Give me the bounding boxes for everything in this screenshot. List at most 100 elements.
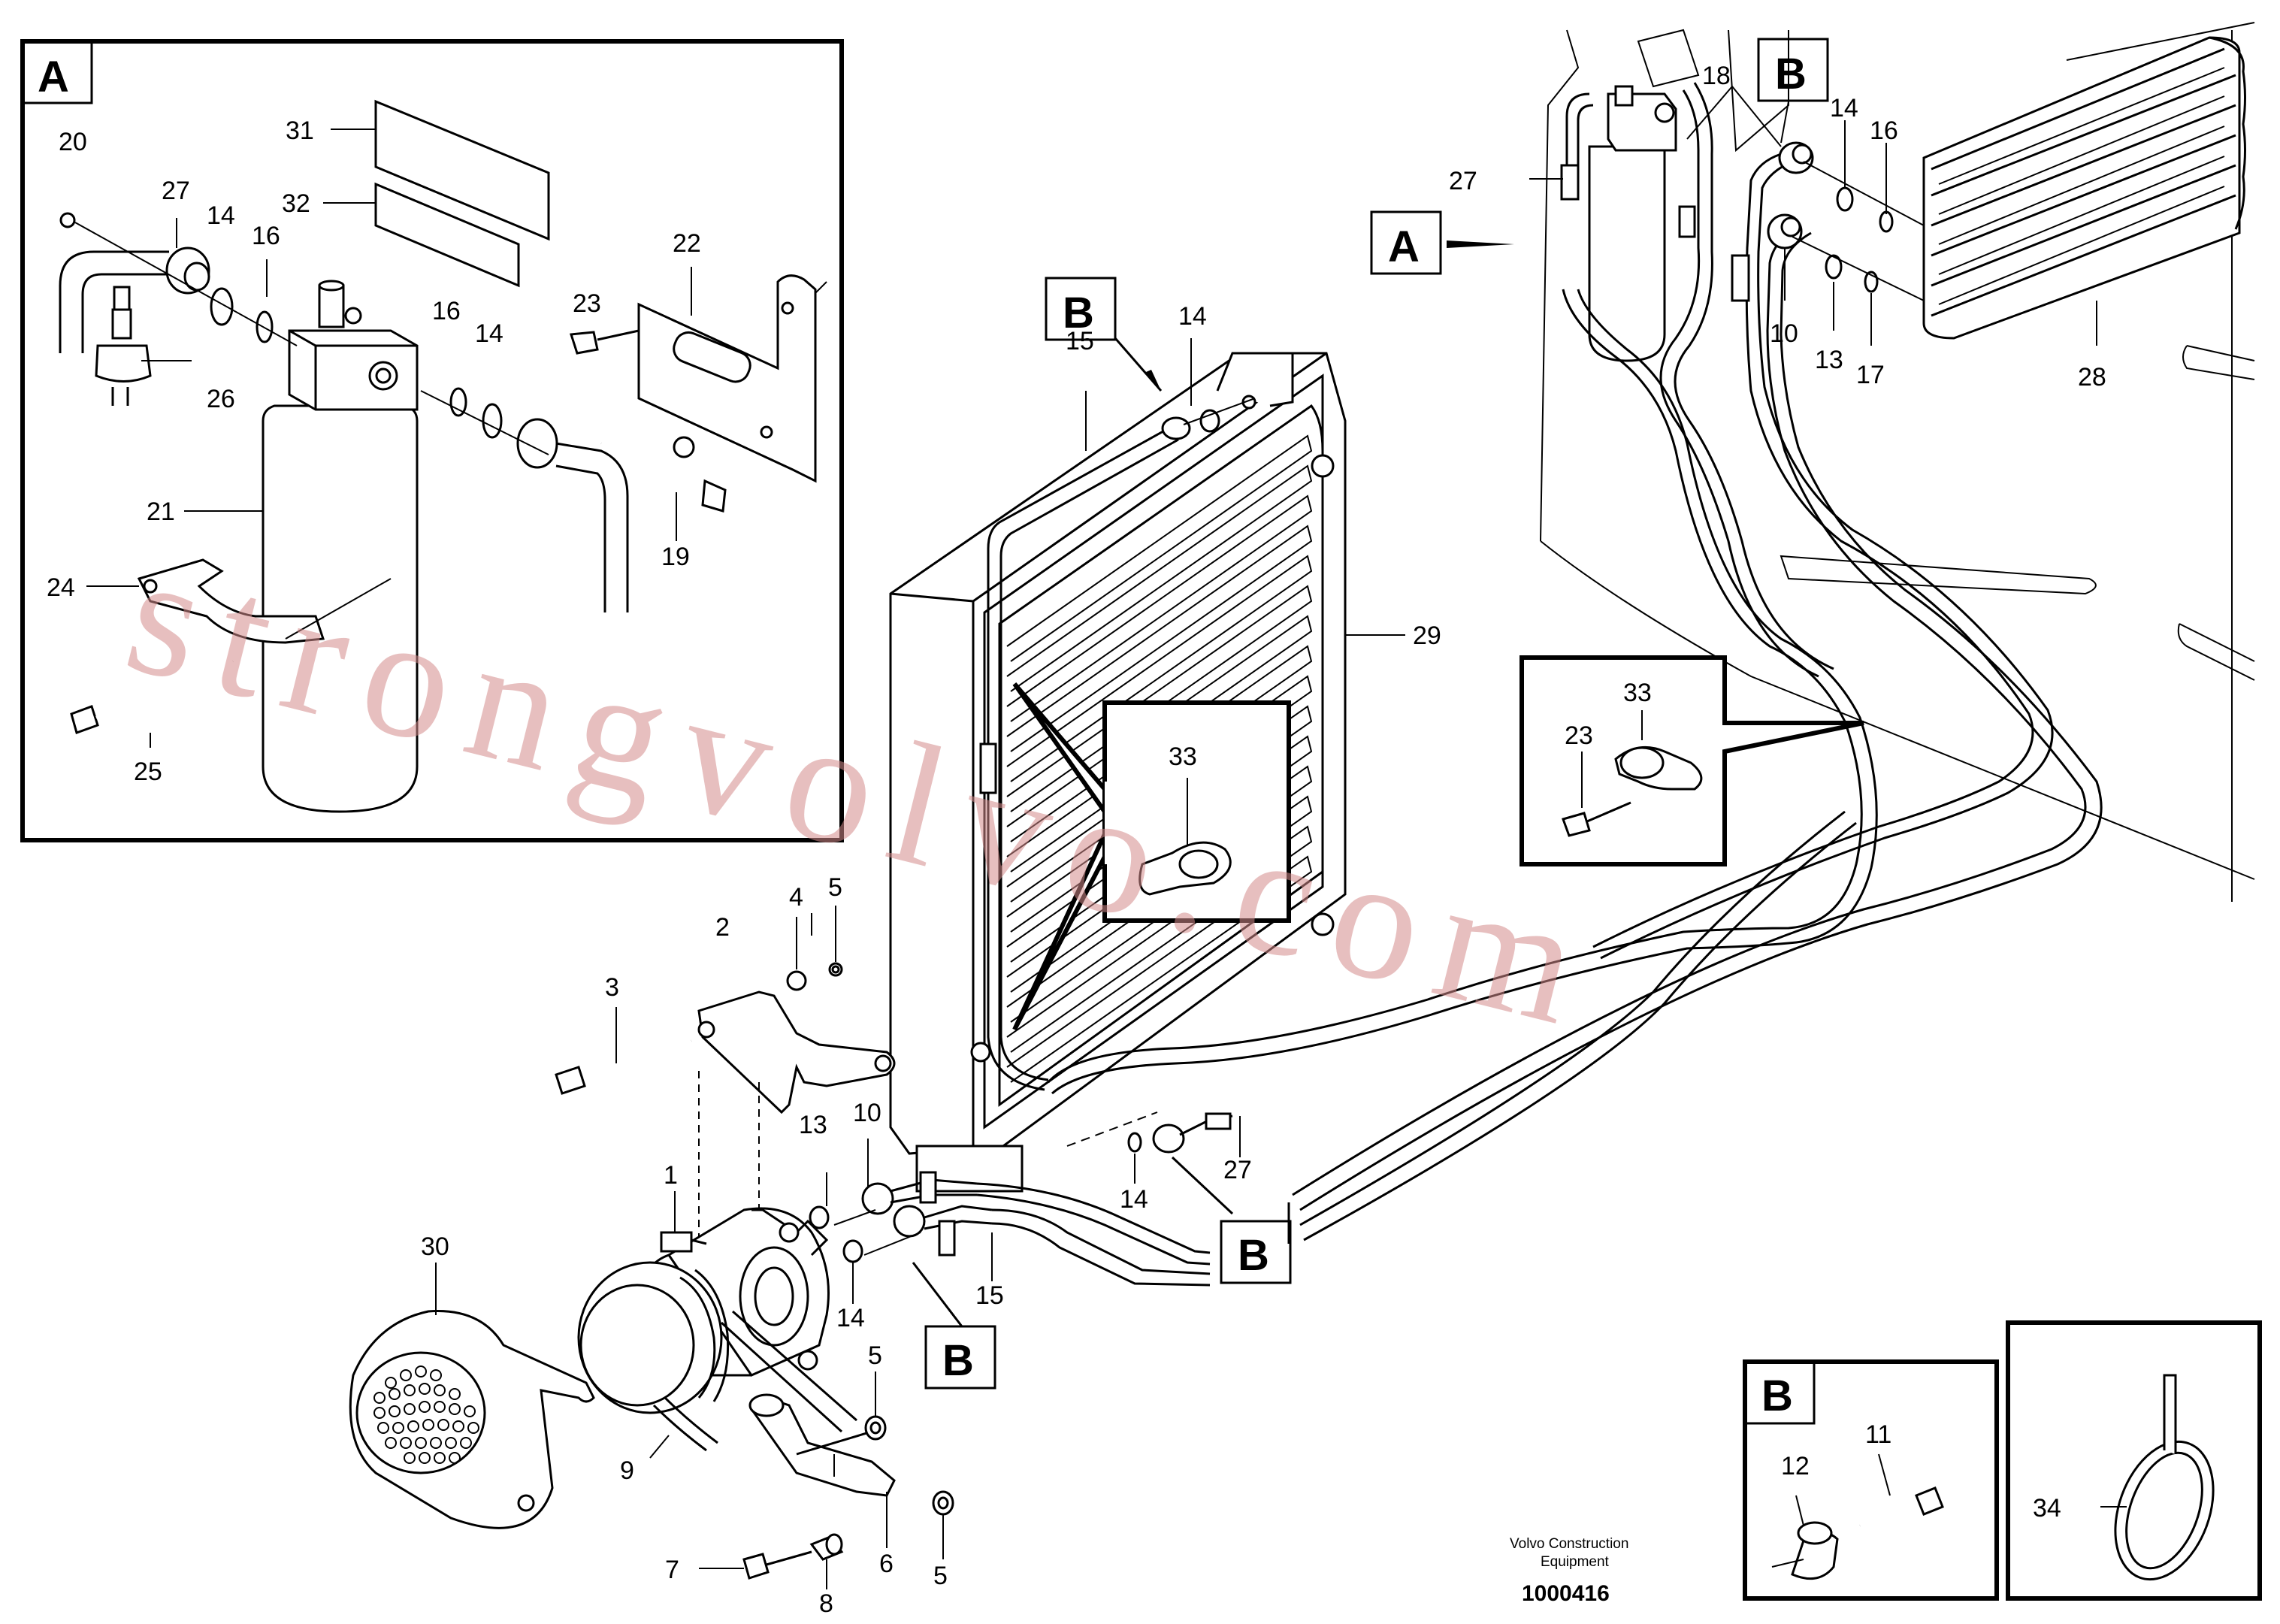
bolt-23-a <box>570 329 640 355</box>
evaporator-28 <box>1922 36 2246 340</box>
callout-c-33: 33 <box>1169 742 1197 771</box>
callout-r-14: 14 <box>1830 94 1858 122</box>
bracket-22 <box>637 274 827 483</box>
callout-b-12: 12 <box>1781 1452 1810 1480</box>
receiver-drier-right <box>1588 85 1677 362</box>
callout-l-7: 7 <box>665 1556 679 1584</box>
condenser-inlet-pipe-15 <box>979 395 1256 1091</box>
callout-m-2: 2 <box>715 913 730 942</box>
callout-r-16: 16 <box>1870 116 1898 145</box>
tag-b-bottom-1: B <box>1238 1231 1269 1280</box>
belt-guard-30 <box>349 1263 595 1529</box>
callout-c-14: 14 <box>1178 302 1207 331</box>
callout-m-14b: 14 <box>836 1304 865 1332</box>
detail-a-hose-right <box>420 387 629 612</box>
detail-a-hose-left <box>59 212 298 353</box>
compressor-1 <box>577 1191 830 1414</box>
detail-33-right-frame <box>1519 655 1864 866</box>
callout-l-8: 8 <box>819 1589 833 1618</box>
callout-a-19: 19 <box>661 543 690 571</box>
callout-m-13: 13 <box>799 1111 827 1139</box>
caption-line2: Equipment <box>1541 1554 1610 1570</box>
belt-9 <box>649 1310 857 1459</box>
callout-c-15: 15 <box>1066 327 1094 355</box>
tag-b-right: B <box>1775 50 1807 98</box>
detail-a-leaders <box>86 129 692 748</box>
callout-a-31: 31 <box>286 116 314 145</box>
detail-a-tag: A <box>38 53 69 101</box>
callout-d-33: 33 <box>1623 679 1652 707</box>
bolt-7 <box>699 1550 812 1580</box>
callout-m-5: 5 <box>828 873 842 902</box>
callout-a-27: 27 <box>162 177 190 205</box>
callout-a-20: 20 <box>59 128 87 156</box>
callout-a-25: 25 <box>134 758 162 786</box>
bolt-3 <box>555 1007 692 1095</box>
callout-a-32: 32 <box>282 189 310 218</box>
bolt-25 <box>70 660 234 734</box>
tag-b-condenser: B <box>1063 289 1094 337</box>
caption-line1: Volvo Construction <box>1510 1536 1628 1552</box>
tag-b-condenser-frame <box>1045 277 1163 392</box>
condenser-leaders <box>1085 338 1405 636</box>
callout-a-16b: 16 <box>432 297 461 325</box>
callout-r-28: 28 <box>2078 363 2106 392</box>
receiver-drier <box>262 280 419 813</box>
detail-34-frame <box>2006 1320 2262 1601</box>
tag-a-right: A <box>1388 222 1420 271</box>
right-fittings <box>1767 141 1925 301</box>
callout-c-29: 29 <box>1413 621 1441 650</box>
callout-a-22: 22 <box>673 229 701 258</box>
callout-d-23: 23 <box>1565 721 1593 750</box>
callout-l-5b: 5 <box>933 1562 948 1590</box>
callout-b-11: 11 <box>1865 1420 1891 1449</box>
pressure-switch-26 <box>95 286 152 406</box>
callout-l-9: 9 <box>620 1456 634 1485</box>
bolt-19 <box>600 442 727 513</box>
callout-r-18: 18 <box>1702 62 1731 90</box>
callout-m-14: 14 <box>1120 1185 1148 1214</box>
callout-m-27: 27 <box>1223 1156 1252 1184</box>
compressor-fittings <box>809 1139 1211 1287</box>
middle-leaders <box>811 913 993 1304</box>
callout-a-24: 24 <box>47 573 75 602</box>
tag-b-bottom-1-frame <box>1220 1220 1292 1284</box>
tag-a-right-frame <box>1370 210 1514 275</box>
callout-m-4: 4 <box>789 883 803 912</box>
callout-m-3: 3 <box>605 973 619 1002</box>
callout-r-13: 13 <box>1815 346 1843 374</box>
callout-m-1: 1 <box>664 1161 678 1190</box>
right-leaders <box>1529 86 2097 346</box>
callout-m-10: 10 <box>853 1099 881 1127</box>
tensioner-6 <box>748 1393 896 1548</box>
tag-b-bottom-2-frame <box>912 1262 996 1390</box>
callout-l-5: 5 <box>868 1341 882 1370</box>
callout-m-15: 15 <box>975 1281 1004 1310</box>
detail-b-tag: B <box>1761 1371 1793 1420</box>
callout-a-21: 21 <box>147 497 175 526</box>
callout-a-26: 26 <box>207 385 235 413</box>
detail-b-frame <box>1743 1359 1999 1601</box>
tag-b-bottom-2: B <box>942 1336 974 1385</box>
clamp-24 <box>137 558 392 644</box>
callout-l-6: 6 <box>879 1550 894 1578</box>
callout-r-17: 17 <box>1856 361 1885 389</box>
sticker-32 <box>374 182 520 288</box>
washer-5-bottom <box>932 1490 954 1559</box>
bracket-2 <box>697 906 896 1247</box>
condenser-outlet-fitting-27 <box>1066 1111 1241 1215</box>
tag-b-right-frame <box>1757 38 1829 102</box>
callout-r-10: 10 <box>1770 319 1798 348</box>
callout-a-16: 16 <box>252 222 280 250</box>
detail-33-condenser-frame <box>1012 682 1291 1031</box>
washer-5-lower <box>864 1371 887 1441</box>
callout-r-27: 27 <box>1449 167 1477 195</box>
callout-a-14: 14 <box>207 201 235 230</box>
callout-a-23: 23 <box>573 289 601 318</box>
callout-m-30: 30 <box>421 1232 449 1261</box>
sticker-31 <box>374 99 550 241</box>
document-number: 1000416 <box>1522 1581 1610 1606</box>
callout-a-14b: 14 <box>475 319 503 348</box>
spacer-8 <box>809 1533 844 1589</box>
